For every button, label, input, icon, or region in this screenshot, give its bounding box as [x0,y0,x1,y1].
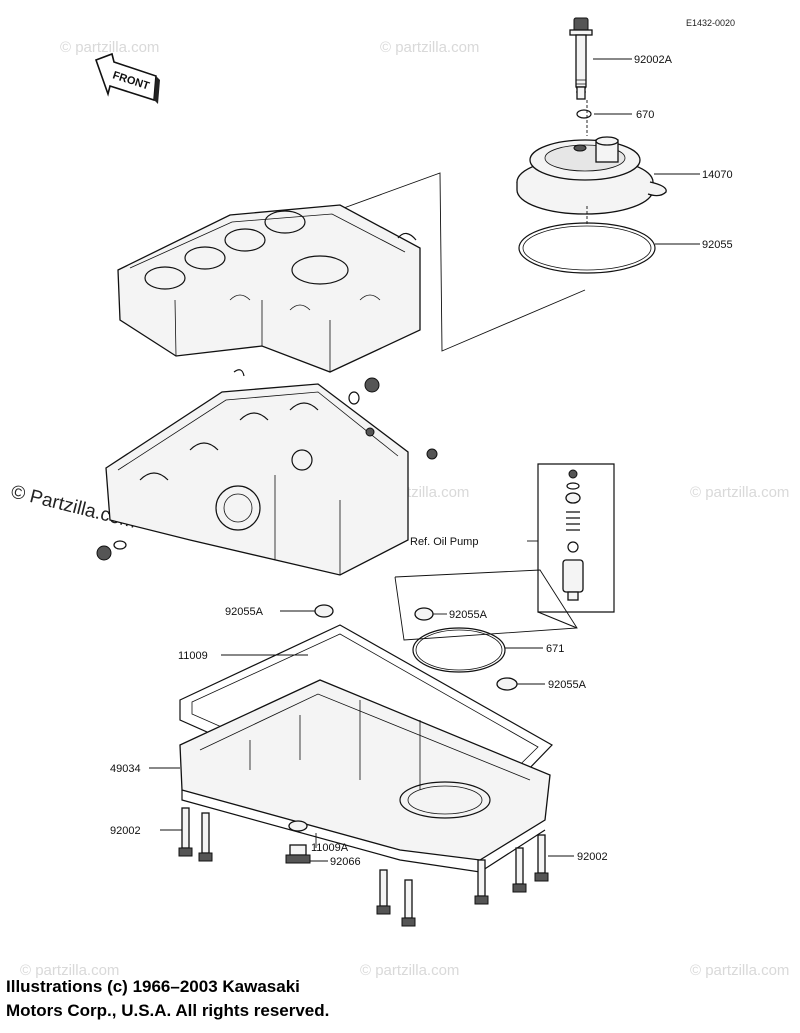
watermark: © partzilla.com [60,39,159,56]
part-label[interactable]: 92055A [225,606,264,618]
part-label[interactable]: 92055A [548,679,587,691]
ref-label[interactable]: Ref. Oil Pump [410,536,478,548]
part-label[interactable]: 92055A [449,609,488,621]
watermark: © partzilla.com [20,962,119,979]
upper-crankcase-icon [117,204,421,373]
part-label[interactable]: 11009A [311,842,349,854]
part-label[interactable]: 49034 [110,763,141,775]
o-ring-icon [414,607,434,621]
watermark: © partzilla.com [690,484,789,501]
oil-pan-cover-icon [516,136,667,215]
o-ring-icon [314,604,334,618]
watermark: © partzilla.com [380,39,479,56]
drain-plug-icon [285,844,311,864]
part-label[interactable]: 11009 [178,650,208,662]
watermark: © partzilla.com [690,962,789,979]
copyright-line-1: Illustrations (c) 1966–2003 Kawasaki [6,977,300,996]
part-labels: 92002A 670 14070 92055 92055A 92055A 110… [110,54,733,868]
washer-icon [288,820,308,832]
part-label[interactable]: 92055 [702,239,733,251]
part-label[interactable]: 671 [546,643,564,655]
lower-crankcase-icon [96,369,438,576]
copyright-line-2: Motors Corp., U.S.A. All rights reserved… [6,1001,330,1020]
bolt-set-icon [178,807,549,927]
copyright-notice: Illustrations (c) 1966–2003 Kawasaki Mot… [6,975,526,1023]
watermark: © partzilla.com [360,962,459,979]
o-ring-icon [576,109,592,119]
part-label[interactable]: 14070 [702,169,733,181]
part-label[interactable]: 92002 [577,851,608,863]
diagram-code: E1432-0020 [686,18,735,28]
part-label[interactable]: 670 [636,109,654,121]
front-arrow-icon: FRONT [94,52,160,104]
oil-pump-box-icon [537,463,615,629]
part-label[interactable]: 92066 [330,856,361,868]
bolt-icon [569,17,593,100]
part-label[interactable]: 92002 [110,825,141,837]
large-o-ring-icon [412,627,506,673]
gasket-ring-icon [518,222,656,274]
part-label[interactable]: 92002A [634,54,673,66]
oil-pan-icon [179,679,551,873]
o-ring-icon [496,677,518,691]
